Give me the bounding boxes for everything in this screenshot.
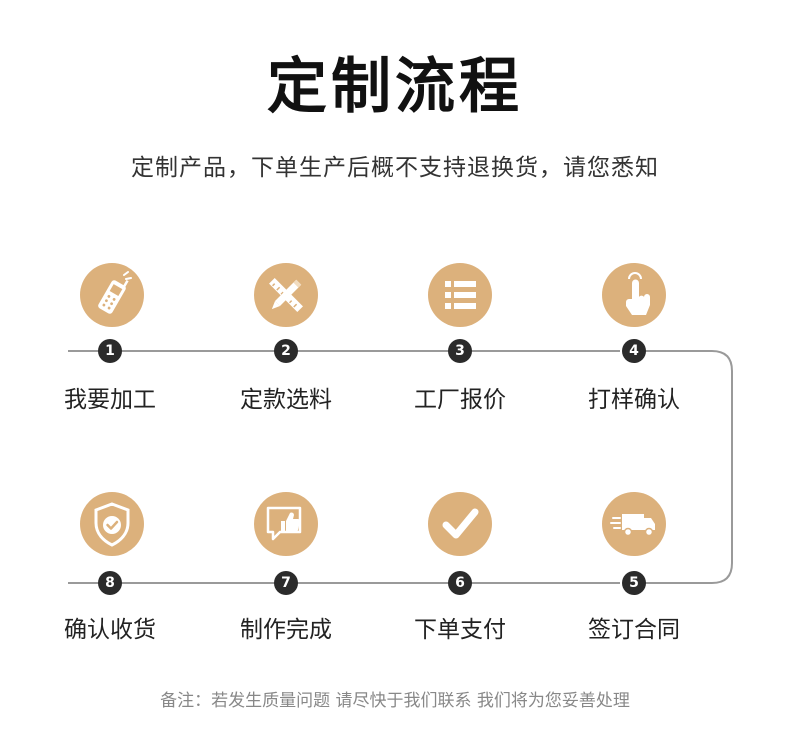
step-7-label: 制作完成 [240, 617, 332, 643]
step-1-icon-circle [80, 263, 144, 327]
step-5-number: 5 [622, 571, 646, 595]
list-icon [445, 281, 476, 309]
step-8-label: 确认收货 [64, 617, 156, 643]
page-title: 定制流程 [267, 52, 523, 122]
step-5-label: 签订合同 [588, 617, 680, 643]
step-6-number: 6 [448, 571, 472, 595]
step-8-number: 8 [98, 571, 122, 595]
checkmark-icon [442, 508, 479, 539]
hand-tap-icon [626, 272, 650, 315]
step-3-number: 3 [448, 339, 472, 363]
step-8-icon-circle [80, 492, 144, 556]
step-3-label: 工厂报价 [414, 387, 506, 413]
footnote: 备注：若发生质量问题 请尽快于我们联系 我们将为您妥善处理 [160, 691, 630, 711]
step-6-icon-circle [428, 492, 492, 556]
delivery-truck-icon [610, 514, 655, 537]
shield-check-icon [94, 502, 130, 547]
step-6-label: 下单支付 [414, 617, 506, 643]
step-2-label: 定款选料 [240, 387, 332, 413]
phone-icon [98, 271, 132, 314]
step-5-icon-circle [602, 492, 666, 556]
step-4-label: 打样确认 [588, 387, 680, 413]
pencil-ruler-icon [269, 278, 303, 312]
page-subtitle: 定制产品，下单生产后概不支持退换货，请您悉知 [131, 155, 659, 181]
step-4-icon-circle [602, 263, 666, 327]
step-7-icon-circle [254, 492, 318, 556]
step-2-icon-circle [254, 263, 318, 327]
step-2-number: 2 [274, 339, 298, 363]
step-1-number: 1 [98, 339, 122, 363]
thumbs-up-icon [266, 506, 302, 541]
step-7-number: 7 [274, 571, 298, 595]
step-1-label: 我要加工 [64, 387, 156, 413]
step-3-icon-circle [428, 263, 492, 327]
step-4-number: 4 [622, 339, 646, 363]
